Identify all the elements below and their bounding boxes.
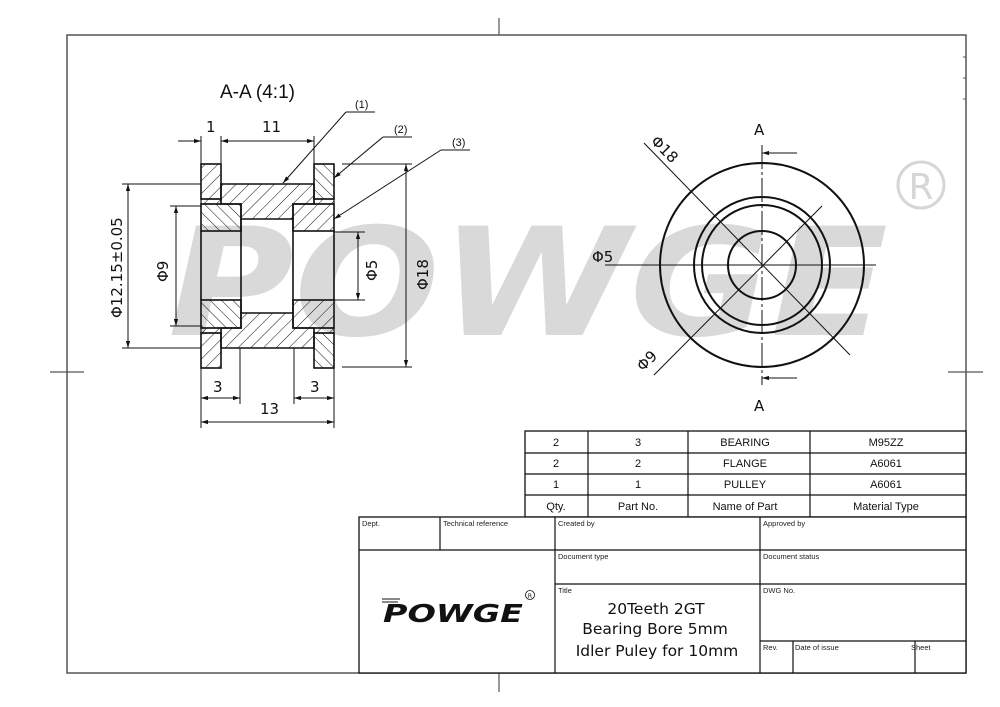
- svg-text:Φ9: Φ9: [154, 261, 172, 282]
- sheet-label: Sheet: [911, 643, 932, 652]
- svg-text:Qty.: Qty.: [546, 501, 565, 513]
- svg-text:A6061: A6061: [870, 479, 902, 491]
- svg-text:Φ18: Φ18: [647, 132, 682, 167]
- svg-text:Φ12.15±0.05: Φ12.15±0.05: [108, 217, 126, 318]
- svg-text:2: 2: [553, 458, 559, 470]
- svg-text:A6061: A6061: [870, 458, 902, 470]
- title-label: Title: [558, 586, 572, 595]
- dwg-no-label: DWG No.: [763, 586, 795, 595]
- svg-text:(1): (1): [355, 99, 368, 111]
- doc-type-label: Document type: [558, 552, 608, 561]
- svg-text:Bearing Bore 5mm: Bearing Bore 5mm: [582, 620, 728, 638]
- svg-text:1: 1: [635, 479, 641, 491]
- svg-text:Idler Puley for 10mm: Idler Puley for 10mm: [576, 642, 739, 660]
- drawing-title: 20Teeth 2GT Bearing Bore 5mm Idler Puley…: [576, 600, 739, 660]
- approved-by-label: Approved by: [763, 519, 805, 528]
- svg-text:Φ5: Φ5: [363, 260, 381, 281]
- svg-text:M95ZZ: M95ZZ: [869, 437, 904, 449]
- registered-mark-icon: [896, 160, 946, 210]
- logo: POWGE R: [382, 590, 535, 628]
- svg-text:R: R: [528, 593, 532, 600]
- svg-text:13: 13: [260, 400, 279, 418]
- logo-text: POWGE: [383, 599, 523, 628]
- table-header: Qty. Part No. Name of Part Material Type: [546, 501, 919, 513]
- created-by-label: Created by: [558, 519, 595, 528]
- svg-text:2: 2: [553, 437, 559, 449]
- svg-text:1: 1: [553, 479, 559, 491]
- svg-text:Φ18: Φ18: [414, 259, 432, 290]
- table-row: 2 3 BEARING M95ZZ: [553, 437, 904, 449]
- svg-text:Name of Part: Name of Part: [713, 501, 778, 513]
- doc-status-label: Document status: [763, 552, 820, 561]
- table-row: 2 2 FLANGE A6061: [553, 458, 902, 470]
- svg-text:R: R: [908, 167, 933, 208]
- svg-text:FLANGE: FLANGE: [723, 458, 767, 470]
- section-marker-bottom: A: [754, 397, 765, 415]
- registered-icon: [525, 590, 535, 600]
- svg-text:2: 2: [635, 458, 641, 470]
- parts-table: 2 3 BEARING M95ZZ 2 2 FLANGE A6061 1 1 P…: [524, 430, 967, 518]
- svg-text:20Teeth 2GT: 20Teeth 2GT: [607, 600, 705, 618]
- dept-label: Dept.: [362, 519, 380, 528]
- svg-text:(3): (3): [452, 137, 465, 149]
- section-view: A-A (4:1) 1 11 (1): [108, 82, 470, 428]
- svg-text:3: 3: [213, 378, 223, 396]
- svg-text:Material Type: Material Type: [853, 501, 919, 513]
- table-row: 1 1 PULLEY A6061: [553, 479, 902, 491]
- svg-text:1: 1: [206, 118, 216, 136]
- tech-ref-label: Technical reference: [443, 519, 508, 528]
- svg-text:PULLEY: PULLEY: [724, 479, 767, 491]
- section-marker-top: A: [754, 121, 765, 139]
- svg-text:Φ5: Φ5: [592, 248, 613, 266]
- svg-text:Part No.: Part No.: [618, 501, 658, 513]
- svg-text:(2): (2): [394, 124, 407, 136]
- svg-text:3: 3: [635, 437, 641, 449]
- svg-text:3: 3: [310, 378, 320, 396]
- date-label: Date of issue: [795, 643, 839, 652]
- section-title: A-A (4:1): [220, 82, 295, 103]
- rev-label: Rev.: [763, 643, 778, 652]
- title-block: Dept. Technical reference Created by App…: [358, 516, 967, 674]
- svg-text:BEARING: BEARING: [720, 437, 770, 449]
- svg-text:11: 11: [262, 118, 281, 136]
